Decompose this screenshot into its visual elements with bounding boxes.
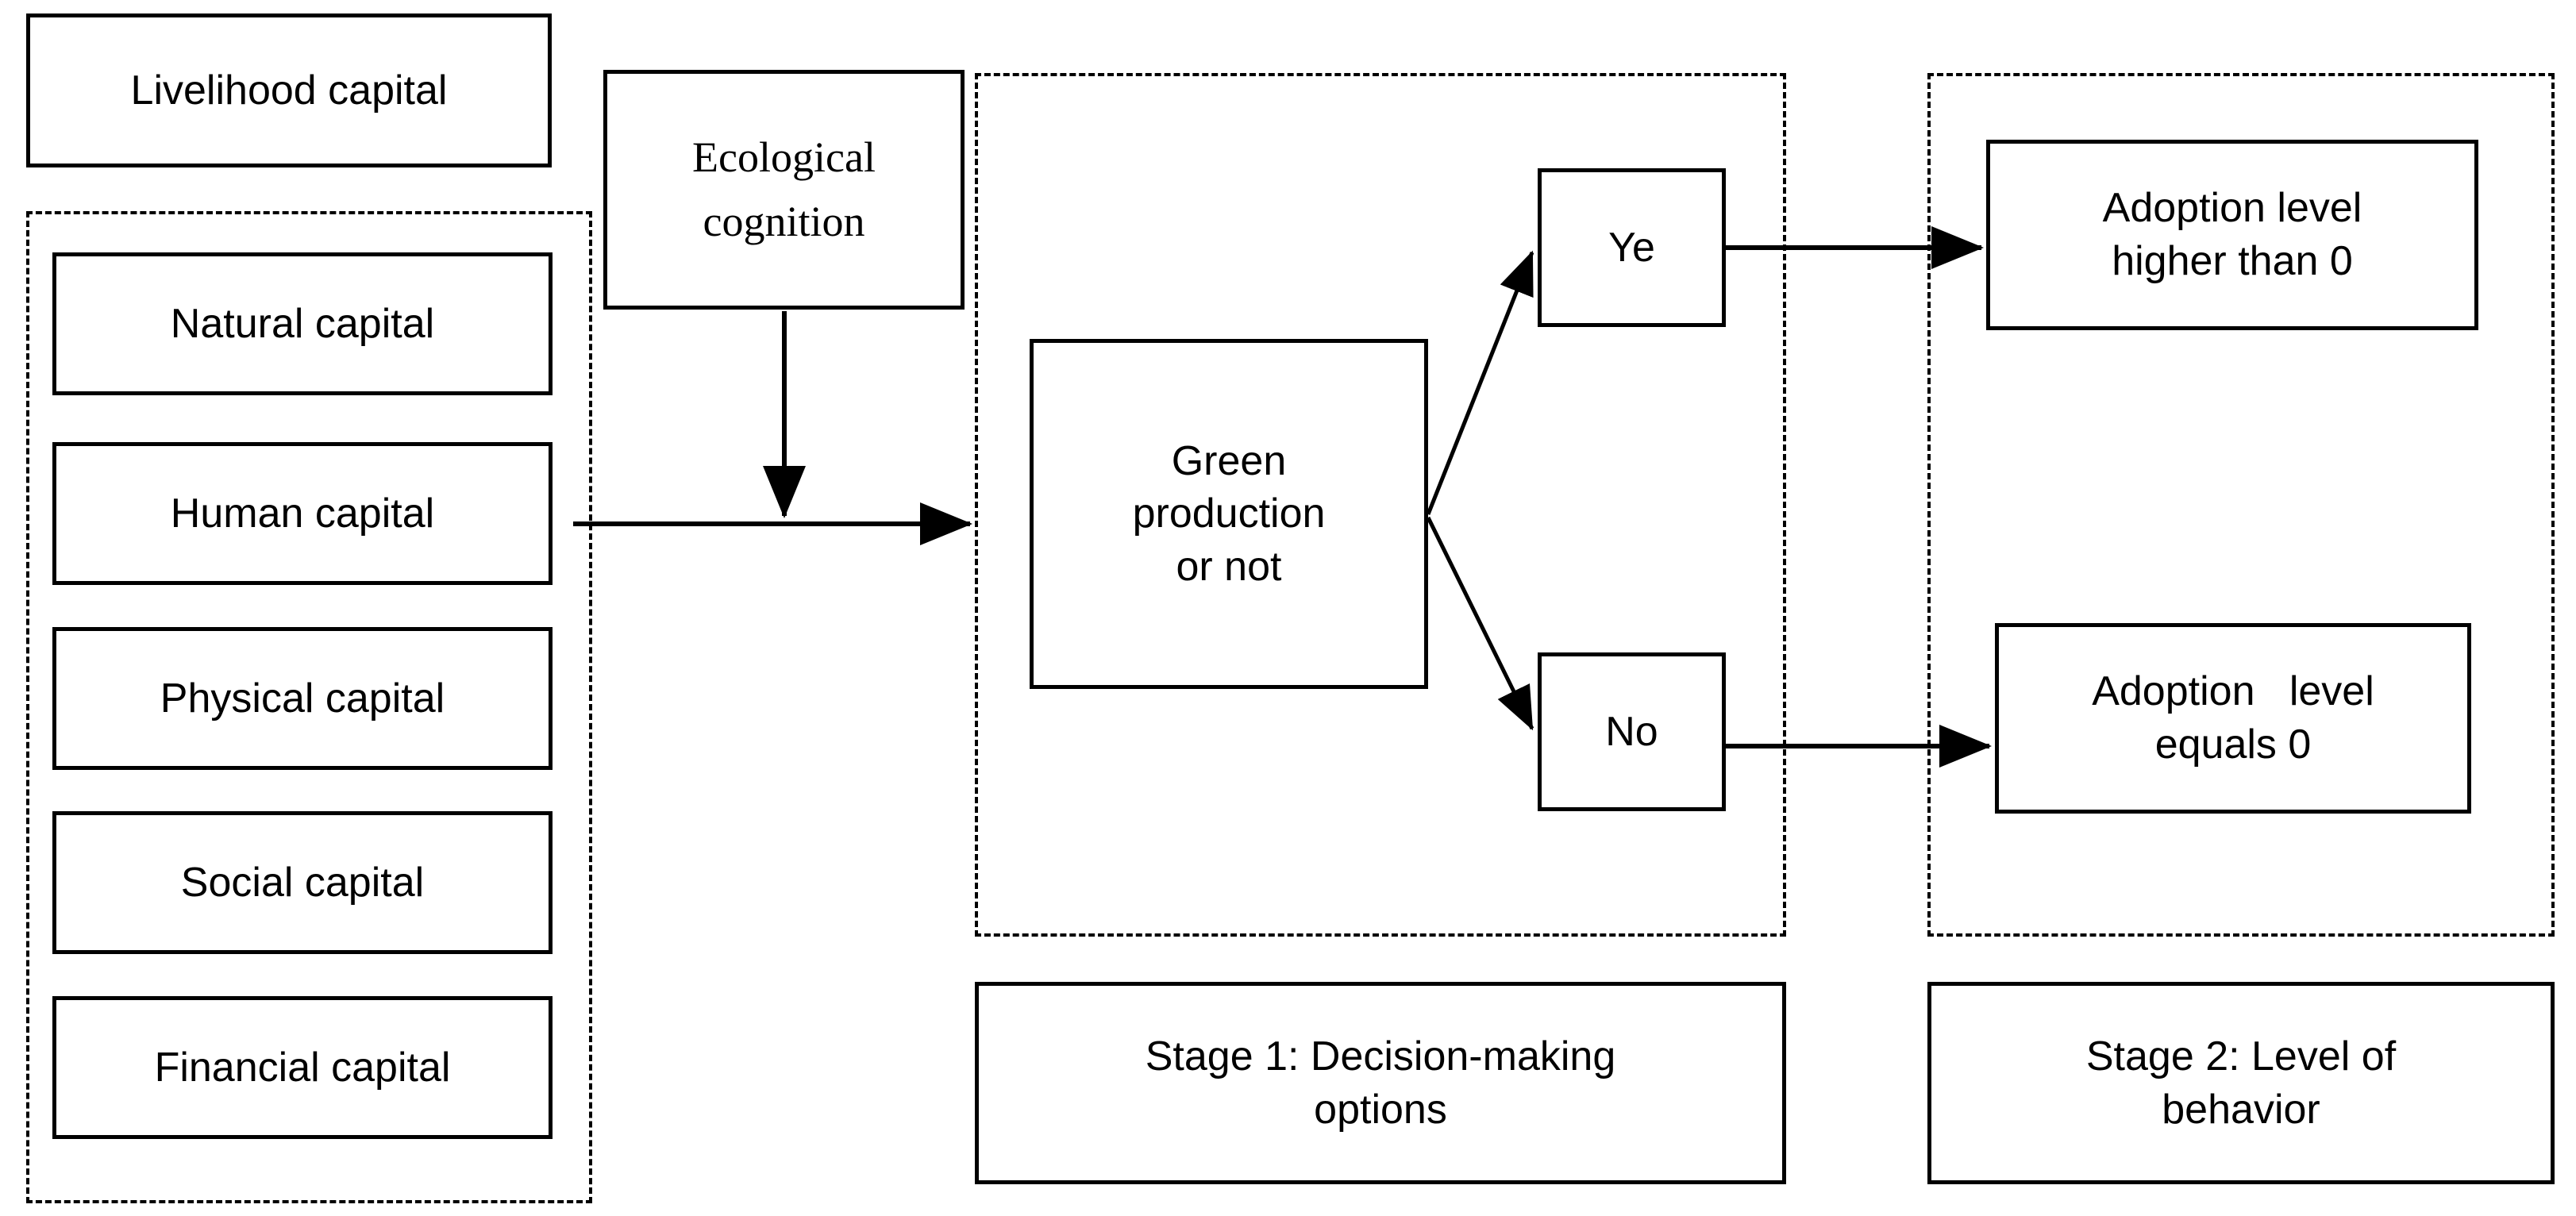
box-adoption-level-higher: Adoption level higher than 0 [1986, 140, 2478, 330]
box-financial-capital-label: Financial capital [154, 1044, 451, 1091]
box-ecological-cognition-label-line1: Ecological [692, 133, 876, 181]
box-ecological-cognition-label-line2: cognition [703, 198, 865, 245]
box-livelihood-capital-label: Livelihood capital [130, 67, 448, 114]
box-physical-capital-label: Physical capital [160, 675, 445, 722]
stage2-caption-line2: behavior [2162, 1086, 2320, 1133]
stage2-container [1927, 73, 2555, 937]
capital-group-container [26, 211, 592, 1203]
box-human-capital-label: Human capital [170, 490, 435, 537]
stage2-caption-line1: Stage 2: Level of [2085, 1033, 2397, 1079]
box-green-production-line1: Green [1171, 437, 1287, 484]
box-livelihood-capital: Livelihood capital [26, 13, 552, 167]
box-adoption-level-equals: Adoption level equals 0 [1995, 623, 2471, 814]
box-adoption-level-equals-line1: Adoption level [2092, 668, 2374, 715]
box-branch-yes: Ye [1538, 168, 1726, 327]
box-ecological-cognition: Ecological cognition [603, 70, 965, 310]
box-green-production-line3: or not [1176, 543, 1282, 590]
stage1-caption-line1: Stage 1: Decision-making [1145, 1033, 1616, 1079]
box-adoption-level-higher-line1: Adoption level [2102, 185, 2362, 232]
box-adoption-level-higher-line2: higher than 0 [2112, 238, 2353, 284]
box-branch-yes-label: Ye [1608, 224, 1655, 271]
box-social-capital-label: Social capital [180, 859, 425, 906]
box-adoption-level-equals-line2: equals 0 [2154, 722, 2312, 768]
stage1-caption-line2: options [1314, 1086, 1447, 1133]
box-financial-capital: Financial capital [52, 996, 553, 1139]
box-branch-no-label: No [1605, 708, 1658, 755]
box-natural-capital-label: Natural capital [170, 300, 435, 347]
stage2-caption-box: Stage 2: Level of behavior [1927, 982, 2555, 1184]
box-branch-no: No [1538, 652, 1726, 811]
box-green-production-line2: production [1132, 491, 1326, 537]
stage1-caption-box: Stage 1: Decision-making options [975, 982, 1786, 1184]
box-natural-capital: Natural capital [52, 252, 553, 395]
stage1-container [975, 73, 1786, 937]
box-green-production-decision: Green production or not [1030, 339, 1428, 689]
box-human-capital: Human capital [52, 442, 553, 585]
box-physical-capital: Physical capital [52, 627, 553, 770]
box-social-capital: Social capital [52, 811, 553, 954]
